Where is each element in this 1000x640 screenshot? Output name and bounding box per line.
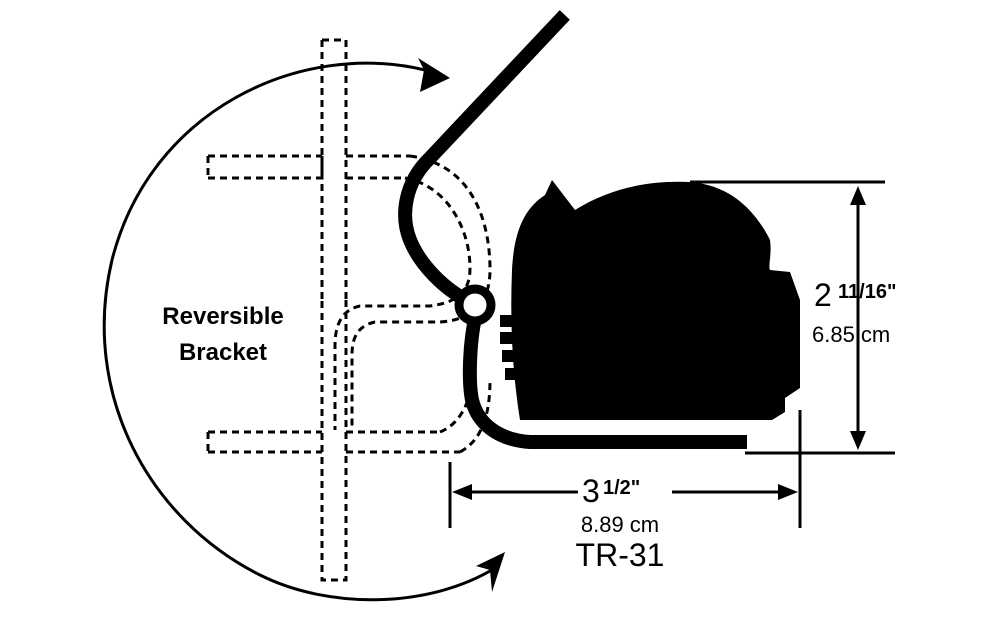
bracket-label-line2: Bracket: [179, 339, 267, 366]
compass-body: [511, 180, 800, 420]
width-arrow-right-icon: [778, 484, 798, 500]
rotation-arrow: [102, 58, 505, 602]
width-value-whole: 3: [582, 473, 600, 509]
compass-base-feet: [500, 315, 527, 380]
model-label: TR-31: [576, 537, 665, 573]
width-arrow-left-icon: [452, 484, 472, 500]
height-arrow-down-icon: [850, 431, 866, 450]
width-metric: 8.89 cm: [581, 512, 659, 537]
arrowhead-top-icon: [418, 58, 450, 92]
height-value-fraction: 11/16": [838, 281, 896, 303]
height-dimension: [690, 180, 895, 455]
width-dimension: [448, 410, 802, 528]
arrowhead-bottom-icon: [476, 552, 505, 592]
height-metric: 6.85 cm: [812, 322, 890, 347]
height-arrow-up-icon: [850, 186, 866, 205]
mounted-bracket: [398, 10, 747, 449]
bracket-label-line1: Reversible: [162, 303, 283, 330]
height-value-whole: 2: [814, 277, 832, 313]
pivot-ring: [454, 284, 496, 326]
width-value-fraction: 1/2": [603, 477, 640, 499]
